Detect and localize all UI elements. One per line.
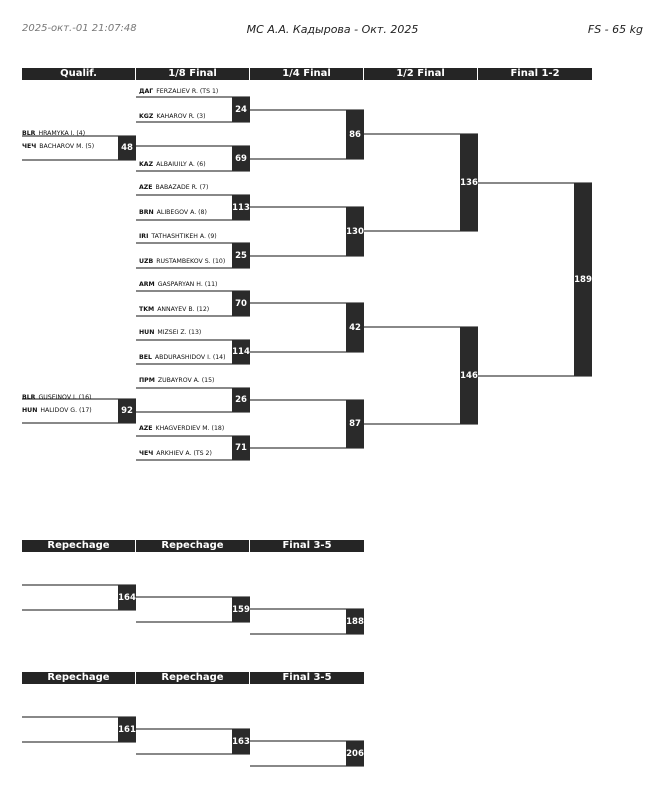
match-number-box: 188	[346, 609, 364, 634]
athlete-country-code: ЧЕЧ	[139, 450, 154, 457]
column-header-repechage: Repechage	[136, 672, 250, 684]
athlete-country-code: TKM	[139, 306, 155, 313]
repechage-2-header: Repechage Repechage Final 3-5	[22, 672, 364, 684]
match-number-box: 70	[232, 291, 250, 316]
match-number-box: 136	[460, 134, 478, 231]
event-title: МС А.А. Кадырова - Окт. 2025	[246, 23, 419, 36]
athlete-country-code: IRI	[139, 233, 149, 240]
column-header-final-3-5: Final 3-5	[250, 672, 364, 684]
column-header-qualif: Qualif.	[22, 68, 136, 80]
athlete-name: HALIDOV G. (17)	[40, 407, 92, 414]
athlete-country-code: AZE	[139, 184, 153, 191]
column-header-repechage: Repechage	[22, 672, 136, 684]
match-number-box: 24	[232, 97, 250, 122]
athlete-name: ALBAIUILY A. (6)	[156, 161, 206, 168]
main-bracket-header: Qualif. 1/8 Final 1/4 Final 1/2 Final Fi…	[22, 68, 592, 80]
match-number-box: 206	[346, 741, 364, 766]
athlete-country-code: AZE	[139, 425, 153, 432]
athlete-country-code: BLR	[22, 394, 36, 401]
athlete-country-code: BEL	[139, 354, 152, 361]
athlete-name: ALIBEGOV A. (8)	[156, 209, 207, 216]
athlete-name: KHAGVERDIEV M. (18)	[155, 425, 225, 432]
athlete-name: ARKHIEV A. (TS 2)	[156, 450, 212, 457]
match-number-box: 161	[118, 717, 136, 742]
athlete-name: FERZALIEV R. (TS 1)	[156, 88, 219, 95]
match-number-box: 92	[118, 399, 136, 423]
athlete-name: GUSEINOV I. (16)	[38, 394, 92, 401]
match-number-box: 189	[574, 183, 592, 376]
match-number-box: 87	[346, 400, 364, 448]
column-header-repechage: Repechage	[22, 540, 136, 552]
column-header-quarter-final: 1/4 Final	[250, 68, 364, 80]
athlete-country-code: UZB	[139, 258, 154, 265]
column-header-final: Final 1-2	[478, 68, 592, 80]
athlete-country-code: BLR	[22, 130, 36, 137]
athlete-name: BABAZADE R. (7)	[155, 184, 209, 191]
athlete-country-code: ПРМ	[139, 377, 155, 384]
athlete-name: MIZSEI Z. (13)	[157, 329, 202, 336]
athlete-country-code: KAZ	[139, 161, 154, 168]
repechage-1-header: Repechage Repechage Final 3-5	[22, 540, 364, 552]
match-number-box: 130	[346, 207, 364, 256]
athlete-name: KAHAROV R. (3)	[156, 113, 206, 120]
athlete-country-code: HUN	[22, 407, 38, 414]
weight-category: FS - 65 kg	[587, 23, 643, 36]
athlete-name: TATHASHTIKEH A. (9)	[151, 233, 217, 240]
athlete-name: ABDURASHIDOV I. (14)	[154, 354, 226, 361]
match-number-box: 26	[232, 388, 250, 412]
match-number-box: 48	[118, 136, 136, 160]
athlete-country-code: ARM	[139, 281, 155, 288]
athlete-name: GASPARYAN H. (11)	[157, 281, 218, 288]
column-header-semi-final: 1/2 Final	[364, 68, 478, 80]
athlete-name: ANNAYEV B. (12)	[157, 306, 210, 313]
match-number-box: 113	[232, 195, 250, 220]
column-header-final-3-5: Final 3-5	[250, 540, 364, 552]
column-header-eighth-final: 1/8 Final	[136, 68, 250, 80]
match-number-box: 164	[118, 585, 136, 610]
athlete-country-code: ДАГ	[139, 88, 154, 95]
match-number-box: 114	[232, 340, 250, 364]
match-number-box: 71	[232, 436, 250, 460]
athlete-country-code: HUN	[139, 329, 155, 336]
athlete-name: RUSTAMBEKOV S. (10)	[156, 258, 226, 265]
athlete-name: HRAMYKA I. (4)	[38, 130, 86, 137]
match-number-box: 25	[232, 243, 250, 268]
match-number-box: 159	[232, 597, 250, 622]
column-header-repechage: Repechage	[136, 540, 250, 552]
print-date: 2025-окт.-01 21:07:48	[22, 23, 137, 34]
athlete-country-code: KGZ	[139, 113, 154, 120]
match-number-box: 146	[460, 327, 478, 424]
match-number-box: 86	[346, 110, 364, 159]
athlete-name: BACHAROV M. (5)	[39, 143, 95, 150]
match-number-box: 69	[232, 146, 250, 171]
athlete-country-code: ЧЕЧ	[22, 143, 37, 150]
athlete-name: ZUBAYROV A. (15)	[157, 377, 215, 384]
athlete-country-code: BRN	[139, 209, 154, 216]
match-number-box: 42	[346, 303, 364, 352]
match-number-box: 163	[232, 729, 250, 754]
